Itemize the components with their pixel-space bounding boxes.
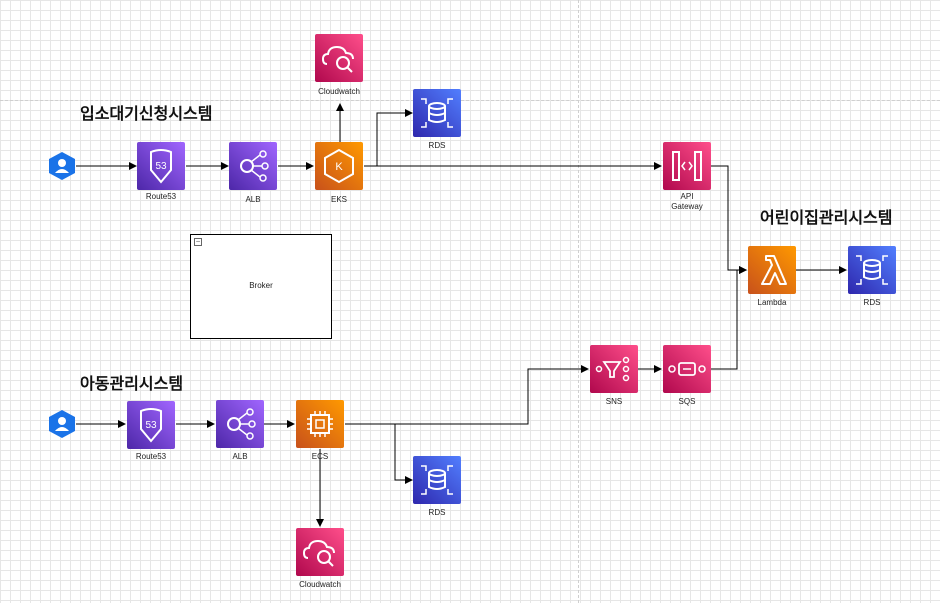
lambda-node[interactable] <box>748 246 796 294</box>
rds-label-right: RDS <box>863 298 881 307</box>
api-gateway-node[interactable] <box>663 142 711 190</box>
rds-label-top: RDS <box>428 141 446 150</box>
guide-line-vertical <box>578 0 579 603</box>
alb-label-top: ALB <box>245 195 261 204</box>
edge-apigw-lambda <box>711 165 747 274</box>
guide-line-horizontal <box>0 100 940 101</box>
cloudwatch-node-bottom[interactable] <box>296 528 344 576</box>
sqs-icon <box>668 362 706 376</box>
user-icon[interactable] <box>47 409 77 439</box>
ecs-icon <box>307 411 333 437</box>
rds-label-bottom: RDS <box>428 508 446 517</box>
cloudwatch-icon <box>302 539 335 567</box>
cloudwatch-label-bottom: Cloudwatch <box>299 580 341 589</box>
rds-node-right[interactable] <box>848 246 896 294</box>
eks-label: EKS <box>330 195 347 204</box>
sns-node[interactable] <box>590 345 638 393</box>
api-gateway-label: API Gateway <box>671 192 703 211</box>
edge-ecs-sns <box>395 365 589 425</box>
eks-icon: K <box>324 148 354 184</box>
load-balancer-icon <box>240 150 269 182</box>
route53-label-bottom: Route53 <box>135 452 167 461</box>
sns-icon <box>595 356 630 382</box>
collapse-toggle-icon[interactable]: − <box>194 238 202 246</box>
route53-node-top[interactable]: 53 <box>137 142 185 190</box>
route53-icon: 53 <box>150 149 172 184</box>
rds-icon <box>856 255 888 285</box>
ecs-label: ECS <box>311 452 329 461</box>
cloudwatch-icon <box>321 45 354 73</box>
alb-node-top[interactable] <box>229 142 277 190</box>
sqs-node[interactable] <box>663 345 711 393</box>
broker-label: Broker <box>249 281 273 290</box>
route53-icon: 53 <box>140 408 162 443</box>
title-top-system: 입소대기신청시스템 <box>80 104 213 123</box>
rds-icon <box>421 98 453 128</box>
lambda-label: Lambda <box>757 298 787 307</box>
eks-node[interactable]: K <box>315 142 363 190</box>
rds-node-top[interactable] <box>413 89 461 137</box>
edge-sqs-lambda <box>711 266 747 370</box>
rds-icon <box>421 465 453 495</box>
rds-node-bottom[interactable] <box>413 456 461 504</box>
sns-label: SNS <box>605 397 623 406</box>
title-bottom-system: 아동관리시스템 <box>80 374 184 393</box>
sqs-label: SQS <box>678 397 696 406</box>
user-icon[interactable] <box>47 151 77 181</box>
alb-node-bottom[interactable] <box>216 400 264 448</box>
alb-label-bottom: ALB <box>232 452 248 461</box>
broker-box[interactable]: − Broker <box>190 234 332 339</box>
route53-label-top: Route53 <box>145 192 177 201</box>
cloudwatch-label-top: Cloudwatch <box>318 87 360 96</box>
svg-text:K: K <box>335 161 343 173</box>
title-right-system: 어린이집관리시스템 <box>760 208 893 227</box>
edge-eks-rds-top <box>364 109 413 167</box>
route53-node-bottom[interactable]: 53 <box>127 401 175 449</box>
lambda-icon <box>761 255 787 285</box>
svg-text:53: 53 <box>155 161 167 172</box>
ecs-node[interactable] <box>296 400 344 448</box>
load-balancer-icon <box>227 408 256 440</box>
cloudwatch-node-top[interactable] <box>315 34 363 82</box>
api-gateway-icon <box>672 151 702 181</box>
svg-text:53: 53 <box>145 420 157 431</box>
